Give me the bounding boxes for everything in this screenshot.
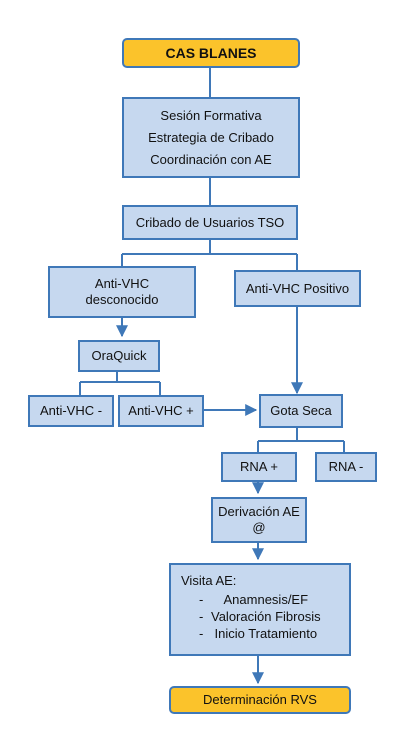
- node-sesion-line-1: Sesión Formativa: [160, 107, 262, 123]
- visita-item-anamnesis: Anamnesis/EF: [181, 591, 321, 608]
- node-sesion-line-2: Estrategia de Cribado: [148, 129, 274, 145]
- node-sesion-line-3: Coordinación con AE: [150, 151, 272, 167]
- node-rna-neg-label: RNA -: [328, 459, 364, 474]
- node-cribado-label: Cribado de Usuarios TSO: [135, 214, 285, 230]
- node-derivacion-ae: Derivación AE @: [211, 497, 307, 543]
- node-rna-negativo: RNA -: [315, 452, 377, 482]
- node-derivacion-line-1: Derivación AE: [218, 504, 300, 519]
- visita-item-fibrosis: Valoración Fibrosis: [181, 608, 321, 625]
- node-determinacion-rvs: Determinación RVS: [169, 686, 351, 714]
- node-positivo-label: Anti-VHC Positivo: [245, 280, 350, 296]
- node-oraquick: OraQuick: [78, 340, 160, 372]
- node-visita-ae: Visita AE: Anamnesis/EF Valoración Fibro…: [169, 563, 351, 656]
- node-anti-vhc-positivo-test: Anti-VHC +: [118, 395, 204, 427]
- node-visita-title: Visita AE:: [181, 573, 237, 588]
- node-desconocido-line-1: Anti-VHC: [94, 276, 150, 291]
- node-gota-seca-label: Gota Seca: [270, 403, 332, 418]
- node-derivacion-line-2: @: [252, 520, 266, 535]
- node-anti-vhc-desconocido: Anti-VHC desconocido: [48, 266, 196, 318]
- node-anti-vhc-negativo: Anti-VHC -: [28, 395, 114, 427]
- node-anti-pos-label: Anti-VHC +: [128, 403, 194, 418]
- visita-list: Anamnesis/EF Valoración Fibrosis Inicio …: [181, 591, 321, 642]
- node-anti-neg-label: Anti-VHC -: [39, 403, 103, 418]
- node-anti-vhc-positivo: Anti-VHC Positivo: [234, 270, 361, 307]
- node-rna-pos-label: RNA +: [240, 459, 278, 474]
- node-sesion-formativa: Sesión Formativa Estrategia de Cribado C…: [122, 97, 300, 178]
- node-cas-blanes-label: CAS BLANES: [165, 45, 257, 61]
- node-cas-blanes: CAS BLANES: [122, 38, 300, 68]
- node-desconocido-line-2: desconocido: [85, 292, 159, 307]
- node-rna-positivo: RNA +: [221, 452, 297, 482]
- node-determinacion-label: Determinación RVS: [203, 692, 317, 707]
- node-gota-seca: Gota Seca: [259, 394, 343, 428]
- node-oraquick-label: OraQuick: [91, 348, 147, 363]
- node-cribado-usuarios: Cribado de Usuarios TSO: [122, 205, 298, 240]
- visita-item-tratamiento: Inicio Tratamiento: [181, 625, 321, 642]
